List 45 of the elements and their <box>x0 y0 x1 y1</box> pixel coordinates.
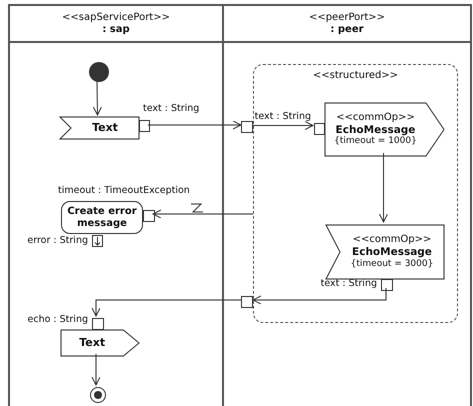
final-node <box>90 387 106 403</box>
control-flow-arrow <box>252 121 314 130</box>
swimlane <box>8 4 224 406</box>
accept-event-action <box>326 225 444 279</box>
action-label: Create error message <box>66 206 138 229</box>
pin-label: timeout : TimeoutException <box>58 185 190 196</box>
action-label: EchoMessage <box>336 124 416 136</box>
pin <box>139 120 150 132</box>
control-flow-arrow <box>92 354 100 386</box>
pin <box>92 318 104 330</box>
constraint-label: {timeout = 1000} <box>334 136 417 148</box>
action-node <box>61 201 143 234</box>
accept-event-action <box>60 117 139 139</box>
pin-label: echo : String <box>28 314 88 326</box>
pin <box>314 123 325 135</box>
swimlane <box>224 4 472 406</box>
send-signal-action <box>325 103 444 156</box>
lane-name: : peer <box>330 24 364 36</box>
action-label: Text <box>79 336 106 350</box>
stereotype-label: <<peerPort>> <box>308 12 386 24</box>
pin <box>241 296 253 308</box>
send-signal-action <box>61 330 139 356</box>
stereotype-label: <<sapServicePort>> <box>62 12 170 24</box>
control-flow-arrow <box>252 288 386 304</box>
control-flow-arrow <box>92 300 242 316</box>
constraint-label: {timeout = 3000} <box>350 258 434 270</box>
pin-label: error : String <box>27 235 88 246</box>
action-label: EchoMessage <box>352 246 432 259</box>
pin-label: text : String <box>143 103 200 114</box>
stereotype-label: <<commOp>> <box>352 234 432 246</box>
action-label: Text <box>92 121 118 135</box>
pin <box>143 210 155 222</box>
stereotype-label: <<commOp>> <box>336 112 415 124</box>
control-flow-arrow <box>379 152 388 222</box>
control-flow-arrow <box>152 210 254 218</box>
pin-label: text : String <box>254 111 311 122</box>
pin-label: text : String <box>320 278 377 290</box>
control-flow-arrow <box>148 120 242 130</box>
stereotype-label: <<structured>> <box>312 70 400 82</box>
initial-node <box>89 62 109 82</box>
control-flow-arrow <box>92 80 102 116</box>
lane-name: : sap <box>102 24 130 36</box>
pin <box>241 121 253 133</box>
pin <box>381 279 393 291</box>
structured-activity-node <box>253 64 458 323</box>
